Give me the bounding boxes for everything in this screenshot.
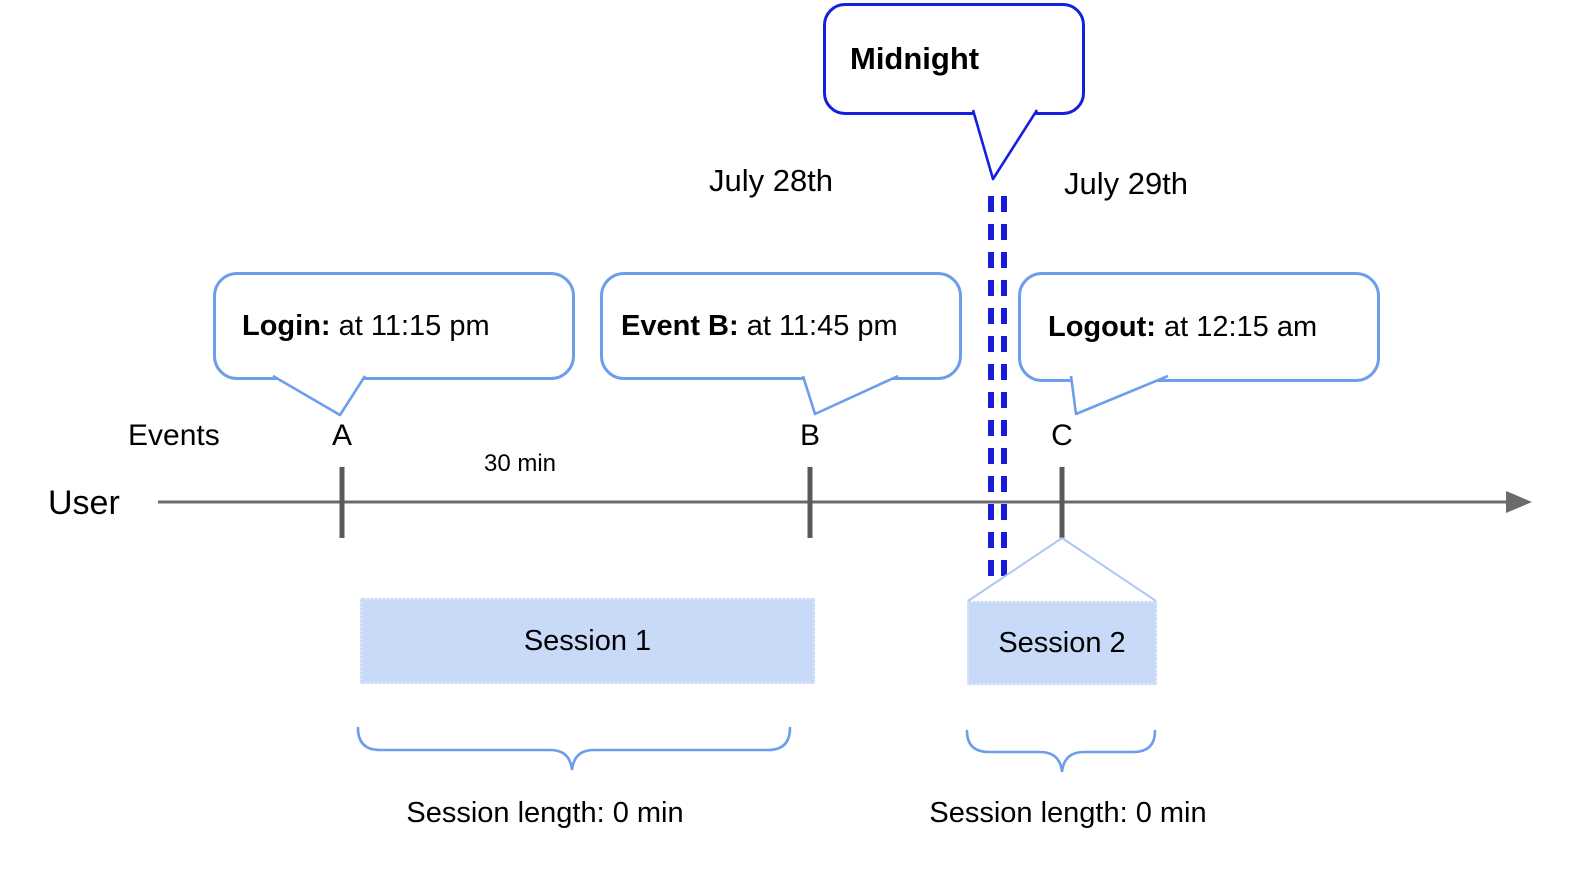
login-callout-title: Login:: [242, 309, 331, 342]
logout-callout-title: Logout:: [1048, 310, 1156, 343]
session-2-connector-right: [1061, 537, 1157, 602]
session-2-length-label: Session length: 0 min: [929, 797, 1207, 829]
event-b-bubble-tail: [801, 374, 899, 416]
events-axis-label: Events: [128, 419, 220, 452]
midnight-callout-label: Midnight: [850, 41, 980, 76]
session-1-bar: Session 1: [360, 598, 815, 684]
session-2-connector-left: [967, 537, 1063, 602]
midnight-bubble-tail: [971, 109, 1039, 181]
date-july-29: July 29th: [1063, 166, 1189, 201]
session-1-label: Session 1: [523, 624, 652, 657]
login-bubble-tail: [272, 374, 367, 417]
event-letter-a: A: [331, 419, 353, 452]
midnight-callout-bubble: Midnight: [823, 3, 1085, 115]
event-letter-b: B: [799, 419, 821, 452]
session-1-length-label: Session length: 0 min: [406, 797, 684, 829]
session-2-label: Session 2: [998, 626, 1126, 659]
session-2-brace: [965, 729, 1157, 773]
time-axis-arrowhead: [1506, 491, 1532, 513]
logout-callout-bubble: Logout: at 12:15 am: [1018, 272, 1380, 382]
event-letter-c: C: [1051, 419, 1073, 452]
event-b-callout-bubble: Event B: at 11:45 pm: [600, 272, 962, 380]
logout-callout-time: at 12:15 am: [1155, 310, 1318, 343]
login-callout-bubble: Login: at 11:15 pm: [213, 272, 575, 380]
interval-30min-label: 30 min: [483, 450, 557, 477]
user-axis-label: User: [48, 484, 120, 522]
session-2-bar: Session 2: [967, 601, 1157, 685]
date-july-28: July 28th: [708, 163, 834, 198]
event-b-callout-time: at 11:45 pm: [738, 309, 898, 342]
session-1-brace: [356, 726, 792, 771]
event-b-callout-title: Event B:: [621, 309, 739, 342]
login-callout-time: at 11:15 pm: [330, 309, 490, 342]
